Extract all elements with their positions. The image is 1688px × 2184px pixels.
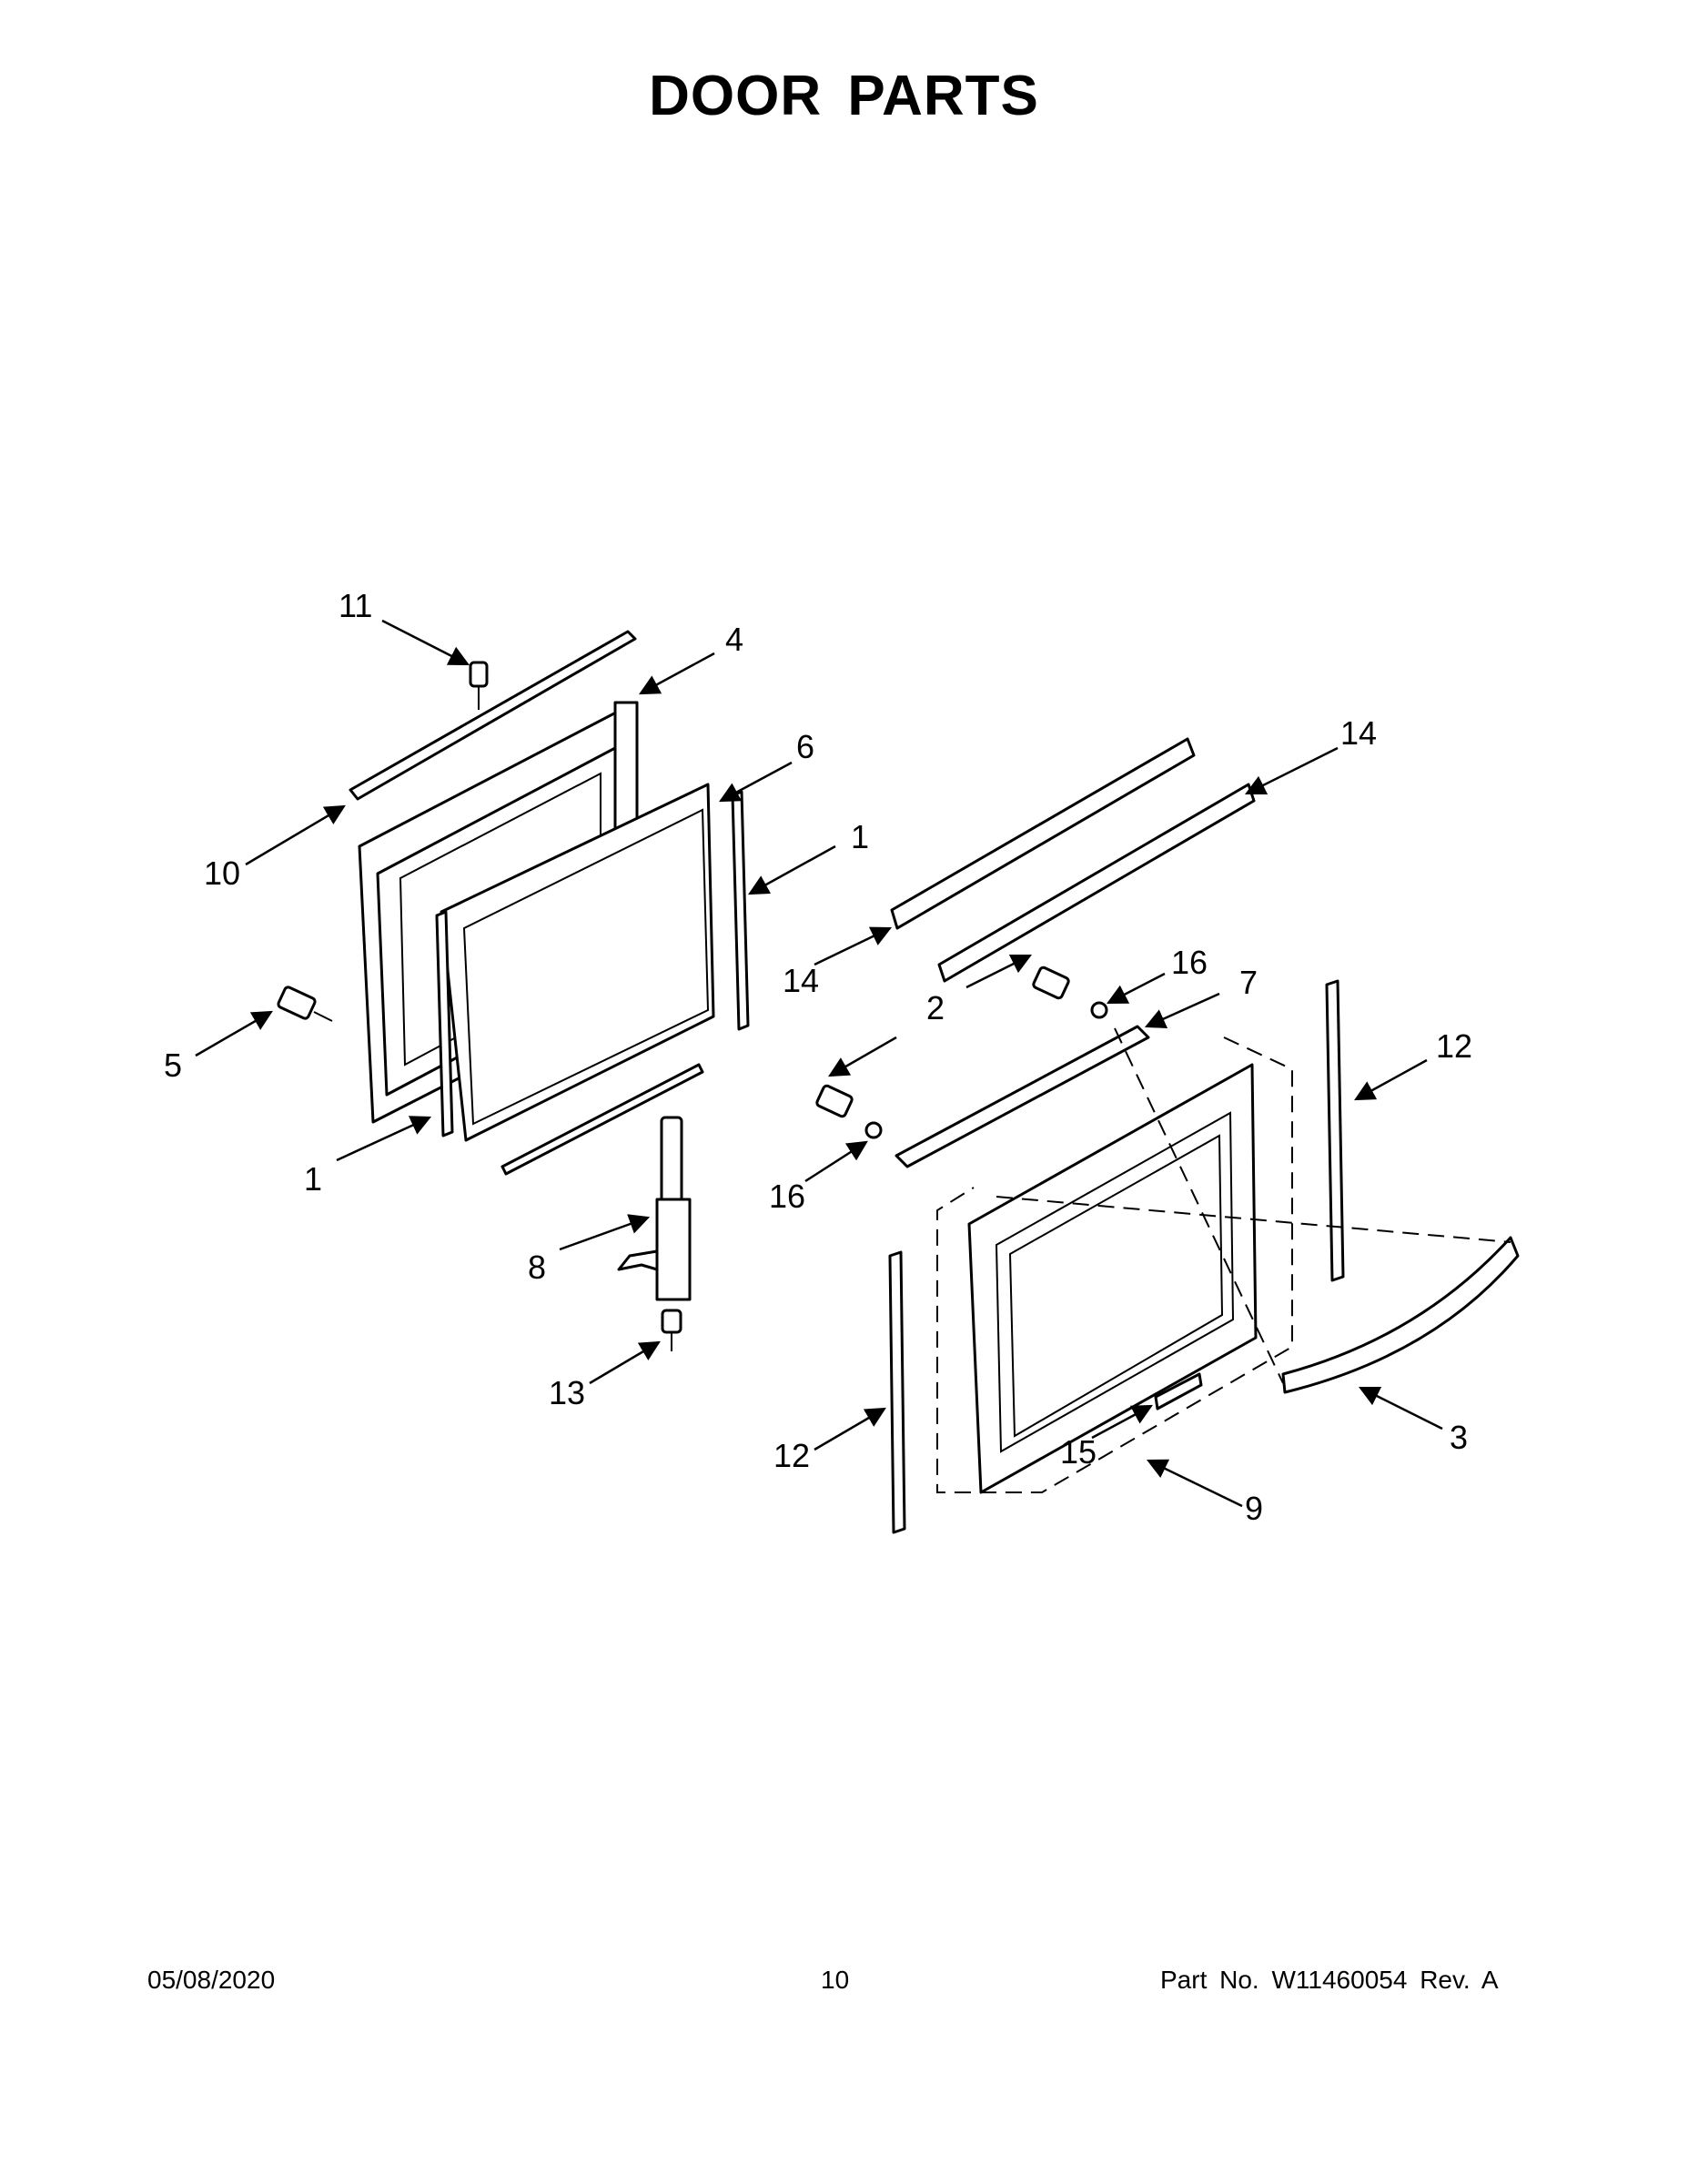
callout-3: 3 bbox=[1450, 1419, 1468, 1456]
callout-labels: 1 1 2 3 4 5 6 7 8 9 10 11 12 12 13 14 14… bbox=[164, 587, 1472, 1527]
callout-1-right-strip: 1 bbox=[851, 818, 869, 855]
callout-13: 13 bbox=[549, 1374, 585, 1411]
callout-16-upper: 16 bbox=[1171, 944, 1208, 981]
callout-15: 15 bbox=[1060, 1433, 1097, 1471]
assembly-outline bbox=[936, 1027, 1511, 1493]
end-caps bbox=[888, 979, 1345, 1534]
door-channels bbox=[890, 737, 1256, 983]
door-glass bbox=[440, 783, 715, 1142]
side-screw bbox=[277, 986, 333, 1022]
callout-5: 5 bbox=[164, 1046, 182, 1084]
callout-14-right: 14 bbox=[1340, 714, 1377, 752]
callout-4: 4 bbox=[725, 621, 743, 658]
footer-part-number: Part No. W11460054 Rev. A bbox=[1160, 1966, 1499, 1994]
callout-2: 2 bbox=[926, 989, 945, 1026]
callout-7: 7 bbox=[1239, 964, 1258, 1001]
callout-6: 6 bbox=[796, 728, 814, 765]
callout-1-left-strip: 1 bbox=[304, 1160, 322, 1198]
leader-arrows bbox=[195, 619, 1443, 1508]
callout-9: 9 bbox=[1245, 1490, 1263, 1527]
callout-8: 8 bbox=[528, 1249, 546, 1286]
footer-page-number: 10 bbox=[821, 1966, 850, 1994]
bracket-screws bbox=[815, 966, 1108, 1139]
callout-12-left: 12 bbox=[773, 1437, 810, 1474]
top-screw bbox=[469, 661, 489, 710]
page-title: DOOR PARTS bbox=[649, 65, 1039, 127]
callout-11: 11 bbox=[339, 587, 372, 624]
door-handle bbox=[1281, 1236, 1520, 1394]
footer-date: 05/08/2020 bbox=[147, 1966, 276, 1994]
callout-16-lower: 16 bbox=[769, 1178, 805, 1215]
hinge-screw bbox=[661, 1309, 682, 1351]
callout-12-right: 12 bbox=[1436, 1027, 1472, 1065]
callout-10: 10 bbox=[204, 854, 240, 892]
top-trim bbox=[349, 630, 637, 801]
cross-bracket bbox=[895, 1025, 1150, 1168]
callout-14-left: 14 bbox=[783, 962, 819, 999]
door-hinge bbox=[617, 1116, 692, 1301]
outer-door bbox=[967, 1063, 1258, 1494]
